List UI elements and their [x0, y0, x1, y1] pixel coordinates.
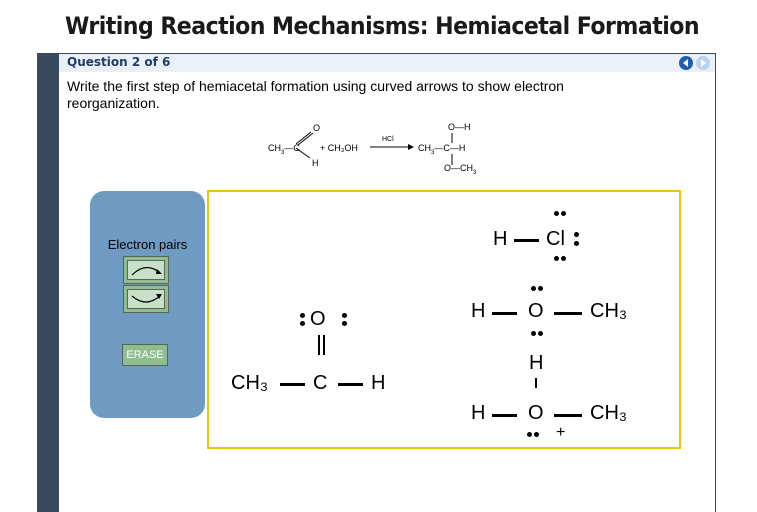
page-title: Writing Reaction Mechanisms: Hemiacetal … [65, 12, 700, 40]
methanol-ch3[interactable]: CH₃ [590, 300, 628, 322]
methanol-oh-bond [492, 312, 517, 315]
curved-arrow-up-button[interactable] [123, 256, 169, 284]
product-ch3: CH3—C—H [418, 143, 466, 156]
hcl-h[interactable]: H [493, 228, 508, 250]
lone-pair-dot [300, 313, 305, 318]
electron-pairs-label: Electron pairs [107, 237, 188, 252]
co-double-bond-2 [323, 335, 325, 355]
aldehyde-h[interactable]: H [371, 372, 386, 394]
question-text: Write the first step of hemiacetal forma… [67, 78, 564, 111]
methanol-och3-bond [554, 312, 582, 315]
lone-pair-dot [531, 331, 536, 336]
ch3-c-bond [280, 383, 305, 386]
lone-pair-dot [342, 313, 347, 318]
electron-pairs-toolbox: Electron pairs ERASE [90, 191, 205, 418]
product-oh: O—H [448, 122, 471, 132]
co-double-bond-1 [318, 335, 320, 355]
main-question-tab: MAIN QUESTION [37, 53, 94, 512]
lone-pair-dot [561, 256, 566, 261]
lone-pair-dot [561, 211, 566, 216]
reactant-bonds [296, 131, 314, 159]
lone-pair-dot [342, 321, 347, 326]
erase-button[interactable]: ERASE [122, 344, 168, 366]
question-frame [59, 53, 716, 512]
reaction-arrow [370, 144, 414, 150]
lone-pair-dot [527, 432, 532, 437]
next-question-icon[interactable] [696, 56, 710, 70]
oxonium-och3-bond [554, 414, 582, 417]
curved-arrow-down-icon [131, 294, 162, 303]
methanol-o[interactable]: O [528, 300, 544, 322]
oxonium-top-h[interactable]: H [529, 352, 544, 374]
aldehyde-ch3[interactable]: CH₃ [231, 372, 269, 394]
lone-pair-dot [534, 432, 539, 437]
mechanism-canvas[interactable]: H Cl H O CH₃ O CH₃ C H H H O CH₃ + [207, 190, 681, 449]
lone-pair-dot [574, 241, 579, 246]
oxonium-o[interactable]: O [528, 402, 544, 424]
oxonium-ho-bond [492, 414, 517, 417]
reactant-o: O [313, 123, 321, 133]
hcl-bond [514, 239, 539, 242]
oxonium-charge: + [556, 424, 566, 441]
lone-pair-dot [531, 286, 536, 291]
aldehyde-c[interactable]: C [313, 372, 328, 394]
oxonium-oh-bond [535, 378, 537, 388]
lone-pair-dot [574, 232, 579, 237]
oxonium-ch3[interactable]: CH₃ [590, 402, 628, 424]
product-vertical-bonds [451, 133, 453, 165]
reagent-methanol: + CH₃OH [320, 143, 358, 153]
question-number: Question 2 of 6 [67, 55, 171, 69]
product-och3: O—CH3 [444, 163, 477, 176]
catalyst-label: HCl [382, 136, 394, 143]
lone-pair-dot [554, 256, 559, 261]
oxonium-h[interactable]: H [471, 402, 486, 424]
reactant-h: H [312, 158, 319, 168]
previous-question-icon[interactable] [679, 56, 693, 70]
curved-arrow-down-button[interactable] [123, 285, 169, 313]
question-header-bar: Question 2 of 6 [59, 53, 715, 72]
c-h-bond [338, 383, 363, 386]
aldehyde-o[interactable]: O [310, 308, 326, 330]
lone-pair-dot [554, 211, 559, 216]
methanol-h[interactable]: H [471, 300, 486, 322]
lone-pair-dot [538, 286, 543, 291]
hcl-cl[interactable]: Cl [546, 228, 565, 250]
curved-arrow-up-icon [131, 266, 162, 276]
reactant-ch3: CH3—C [268, 143, 300, 156]
lone-pair-dot [538, 331, 543, 336]
lone-pair-dot [300, 321, 305, 326]
